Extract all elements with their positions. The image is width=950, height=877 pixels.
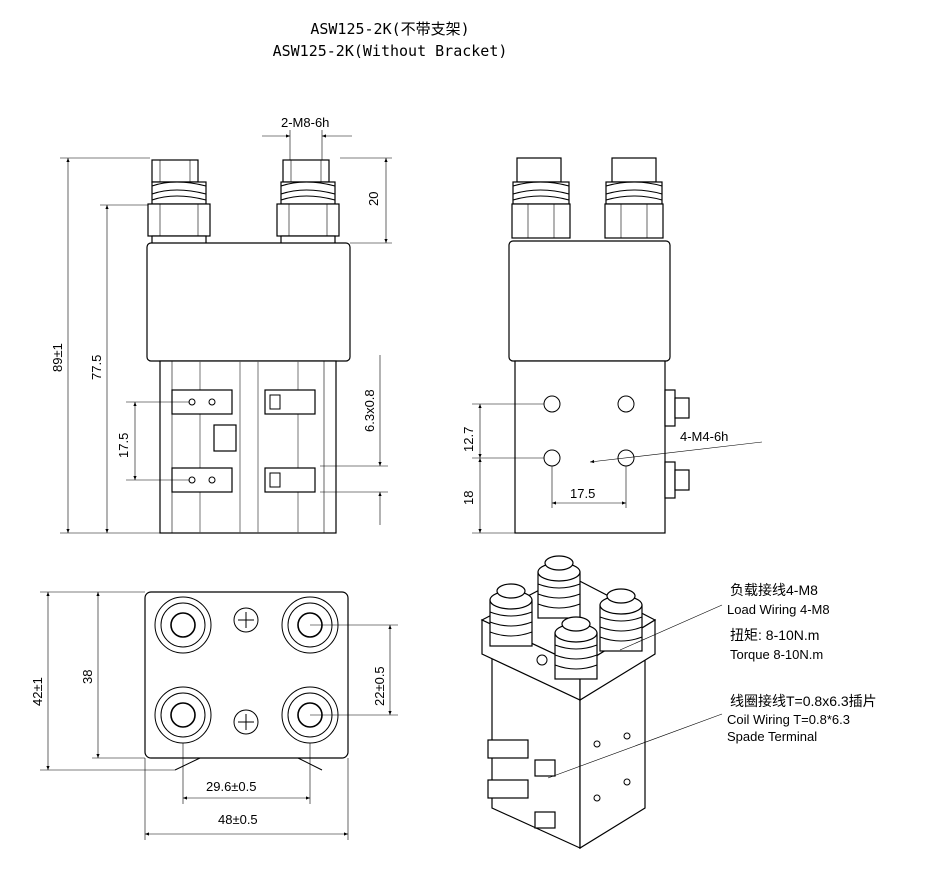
drawing-title-en: ASW125-2K(Without Bracket) <box>272 42 508 60</box>
front-terminal-right <box>276 159 340 245</box>
iso-terminal-3 <box>554 616 598 680</box>
dim-42: 42±1 <box>30 677 45 706</box>
note-torque-cn: 扭矩: 8-10N.m <box>730 627 819 643</box>
dim-6-3x0-8: 6.3x0.8 <box>362 389 377 432</box>
note-coil-en-2: Spade Terminal <box>727 729 817 744</box>
dim-20: 20 <box>366 192 381 206</box>
iso-terminal-2 <box>537 555 581 619</box>
dim-22: 22±0.5 <box>372 666 387 706</box>
side-terminal-left <box>511 157 571 239</box>
note-load-en: Load Wiring 4-M8 <box>727 602 830 617</box>
dim-77-5: 77.5 <box>89 355 104 380</box>
top-housing <box>144 591 349 759</box>
front-view: 2-M8-6h 20 89±1 77.5 17.5 6.3x0.8 <box>50 115 392 534</box>
dim-17-5-side: 17.5 <box>570 486 595 501</box>
side-view: 12.7 18 17.5 4-M4-6h <box>461 157 763 534</box>
thread-4-M4-6h: 4-M4-6h <box>680 429 728 444</box>
dim-29-6: 29.6±0.5 <box>206 779 257 794</box>
note-load-cn: 负载接线4-M8 <box>730 582 818 598</box>
dim-2-M8-6h: 2-M8-6h <box>281 115 329 130</box>
note-coil-en-1: Coil Wiring T=0.8*6.3 <box>727 712 850 727</box>
iso-view: 负载接线4-M8 Load Wiring 4-M8 扭矩: 8-10N.m To… <box>480 555 877 850</box>
iso-terminal-4 <box>599 588 643 652</box>
top-terminal-tl <box>154 596 212 654</box>
dim-12-7: 12.7 <box>461 427 476 452</box>
top-view: 42±1 38 22±0.5 29.6±0.5 48±0.5 <box>30 591 398 840</box>
note-coil-cn: 线圈接线T=0.8x6.3插片 <box>730 693 877 709</box>
dim-17-5-front: 17.5 <box>116 433 131 458</box>
front-housing <box>159 360 337 534</box>
side-housing <box>514 360 666 534</box>
note-torque-en: Torque 8-10N.m <box>730 647 823 662</box>
side-terminal-right <box>604 157 664 239</box>
drawing-title-cn: ASW125-2K(不带支架) <box>310 20 470 38</box>
dim-48: 48±0.5 <box>218 812 258 827</box>
dim-89: 89±1 <box>50 343 65 372</box>
front-cap <box>146 242 351 362</box>
side-cap <box>508 240 671 362</box>
front-terminal-left <box>147 159 211 245</box>
iso-terminal-1 <box>489 583 533 647</box>
dim-18: 18 <box>461 491 476 505</box>
dim-38: 38 <box>80 670 95 684</box>
